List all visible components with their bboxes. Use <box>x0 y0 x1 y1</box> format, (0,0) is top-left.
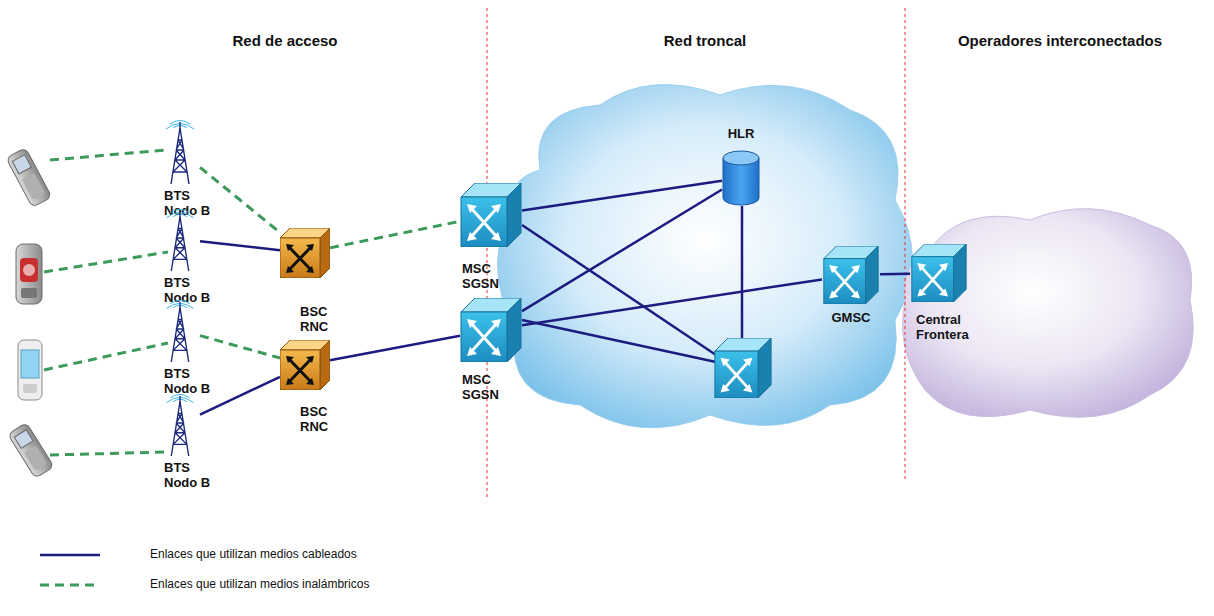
node-label: MSC SGSN <box>462 261 508 291</box>
node-label: BSC RNC <box>300 404 340 434</box>
mobile-phone <box>8 423 54 479</box>
database: HLR <box>722 150 760 206</box>
node-label: GMSC <box>822 310 880 325</box>
border-switch-icon <box>910 244 968 302</box>
database-icon <box>722 150 760 206</box>
section-divider <box>905 8 906 482</box>
base-station: BTS Nodo B <box>160 298 200 362</box>
base-station: BTS Nodo B <box>160 207 200 271</box>
switching-center-icon <box>460 183 522 247</box>
operator-cloud <box>903 209 1194 418</box>
base-station: BTS Nodo B <box>160 392 200 456</box>
base-station-icon <box>160 298 200 362</box>
legend-text: Enlaces que utilizan medios cableados <box>150 547 357 561</box>
node-label: BTS Nodo B <box>164 188 216 218</box>
node-label: MSC SGSN <box>462 372 508 402</box>
legend-text: Enlaces que utilizan medios inalámbricos <box>150 577 369 591</box>
wired-link <box>522 279 822 325</box>
node-label: Central Frontera <box>916 312 988 342</box>
legend-samples <box>40 555 100 585</box>
mobile-phone <box>18 340 42 400</box>
switching-center: MSC SGSN <box>460 183 522 247</box>
section-heading: Operadores interconectados <box>930 32 1190 49</box>
base-station-icon <box>160 392 200 456</box>
border-switch: Central Frontera <box>910 244 968 302</box>
section-heading: Red de acceso <box>185 32 385 49</box>
section-divider <box>487 8 488 500</box>
section-heading: Red troncal <box>605 32 805 49</box>
node-label: BTS Nodo B <box>164 460 216 490</box>
wired-link <box>522 190 722 312</box>
radio-links <box>44 150 168 455</box>
wireless-link <box>330 221 460 248</box>
controller-icon <box>280 340 330 390</box>
wired-link <box>200 241 280 250</box>
mobile-phone <box>6 148 52 208</box>
node-label: BTS Nodo B <box>164 275 216 305</box>
switching-center-icon <box>460 298 522 362</box>
base-station: BTS Nodo B <box>160 118 200 184</box>
core-links <box>522 206 742 362</box>
base-station-icon <box>160 118 200 184</box>
node-label: HLR <box>722 126 760 141</box>
controller-icon <box>280 228 330 278</box>
node-label: BTS Nodo B <box>164 366 216 396</box>
switching-center: MSC SGSN <box>460 298 522 362</box>
core-cloud <box>498 85 913 428</box>
core-switch <box>715 338 771 398</box>
gateway-switch: GMSC <box>822 246 880 304</box>
gateway-switch-icon <box>822 246 880 304</box>
wired-link <box>880 272 910 275</box>
legend-line-sample <box>40 554 100 557</box>
legend-line-sample <box>40 584 100 587</box>
wired-link <box>522 181 722 211</box>
wired-link <box>330 336 460 360</box>
base-station-icon <box>160 207 200 271</box>
node-label: BSC RNC <box>300 304 340 334</box>
controller: BSC RNC <box>280 228 330 278</box>
controller: BSC RNC <box>280 340 330 390</box>
wireless-link <box>200 336 280 358</box>
mobile-phone <box>16 244 42 304</box>
